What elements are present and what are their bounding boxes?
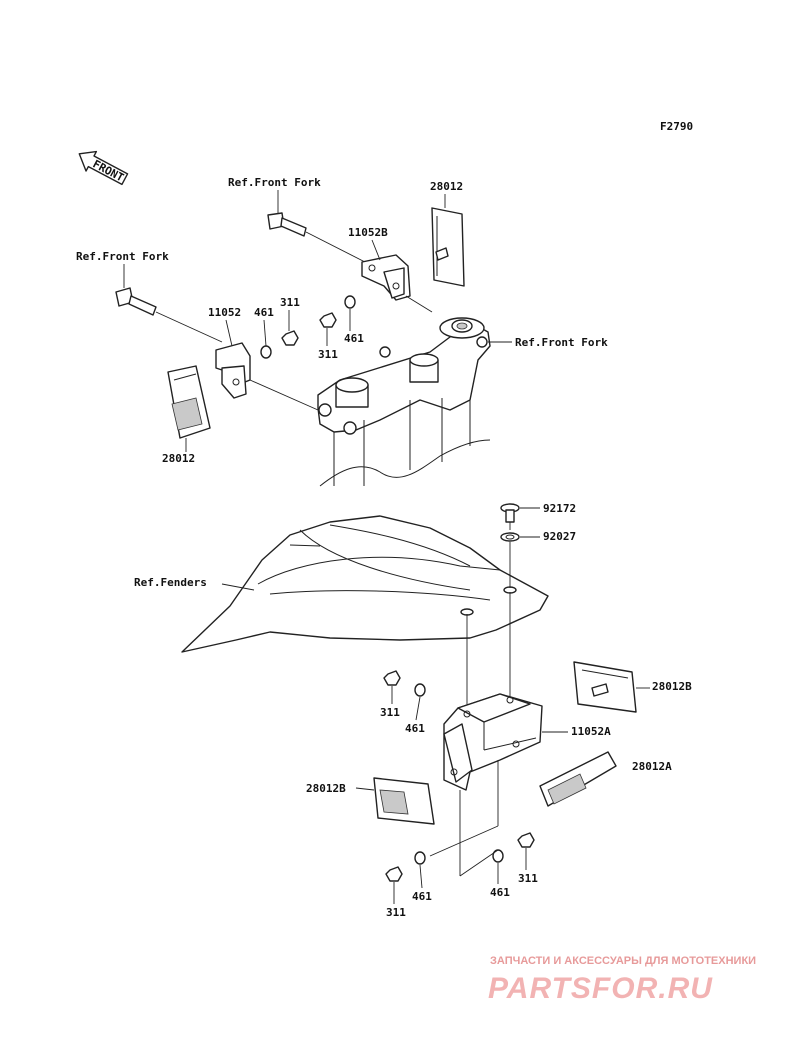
left-bolt [115,287,223,343]
front-arrow-icon: FRONT [78,150,129,186]
rear-fender [181,515,549,653]
bracket-11052a [443,693,543,791]
nut-311-low-left [385,866,403,882]
washer-461-upper [344,295,356,309]
part-11052a: 11052A [571,725,611,738]
watermark-brand: PARTSFOR.RU [488,972,713,1005]
stud-top [435,247,449,261]
reflector-28012a [539,751,617,807]
figure-code: F2790 [660,120,693,133]
nut-311-mid [383,670,401,686]
washer-461-mid [414,683,426,697]
washer-461-left [260,345,272,359]
part-311-a: 311 [280,296,300,309]
part-92027: 92027 [543,530,576,543]
part-92172: 92172 [543,502,576,515]
bracket-11052 [215,342,251,399]
washer-461-low-left [414,851,426,865]
ref-front-fork-right: Ref.Front Fork [515,336,608,349]
part-461-c: 461 [405,722,425,735]
part-311-b: 311 [318,348,338,361]
bracket-11052b [361,254,411,301]
fork-crown [317,317,491,487]
part-28012-top: 28012 [430,180,463,193]
part-311-e: 311 [518,872,538,885]
reflector-28012b-left [373,777,435,825]
part-11052b: 11052B [348,226,388,239]
upper-bolt [267,212,366,263]
nut-311-low-right [517,832,535,848]
screw-92172 [500,503,520,523]
part-28012-left: 28012 [162,452,195,465]
washer-461-low-right [492,849,504,863]
watermark-tagline: ЗАПЧАСТИ И АКСЕССУАРЫ ДЛЯ МОТОТЕХНИКИ [490,955,756,967]
part-461-b: 461 [344,332,364,345]
front-label: FRONT [91,157,127,184]
part-11052: 11052 [208,306,241,319]
part-311-d: 311 [386,906,406,919]
reflector-28012b-right [573,661,637,713]
grommet-92027 [500,532,520,542]
part-461-d: 461 [412,890,432,903]
part-461-a: 461 [254,306,274,319]
ref-front-fork-left: Ref.Front Fork [76,250,169,263]
part-28012b-right: 28012B [652,680,692,693]
ref-fenders: Ref.Fenders [134,576,207,589]
part-461-e: 461 [490,886,510,899]
nut-311-upper [319,312,337,328]
reflector-28012-top [431,207,465,287]
part-28012a: 28012A [632,760,672,773]
part-28012b-left: 28012B [306,782,346,795]
reflector-28012-left [167,365,211,439]
ref-front-fork-upper: Ref.Front Fork [228,176,321,189]
part-311-c: 311 [380,706,400,719]
nut-311-left [281,330,299,346]
